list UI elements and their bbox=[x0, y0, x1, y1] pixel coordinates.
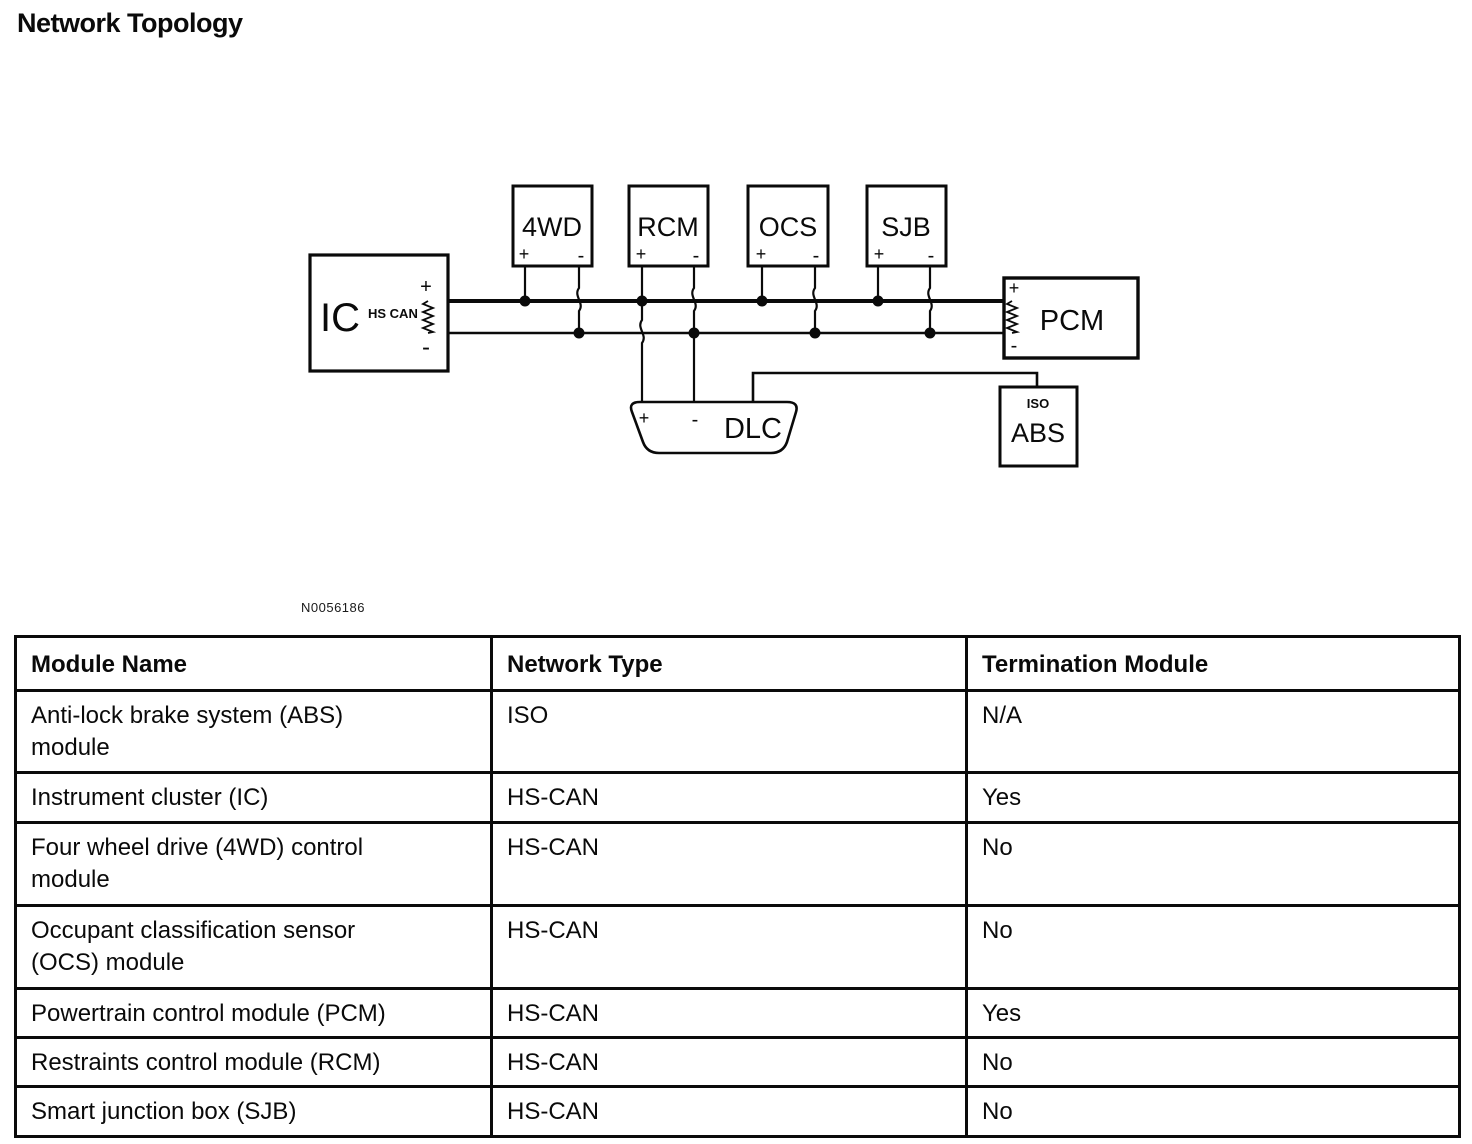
module-abs-label: ABS bbox=[1011, 418, 1065, 448]
table-row: Restraints control module (RCM) HS-CAN N… bbox=[14, 1036, 1461, 1088]
cell-text: Instrument cluster (IC) bbox=[31, 784, 269, 811]
column-header-module-name: Module Name bbox=[14, 635, 493, 692]
cell-termination: No bbox=[965, 1036, 1461, 1088]
module-rcm-plus-label: + bbox=[636, 244, 647, 264]
module-pcm-minus-label: - bbox=[1011, 335, 1018, 357]
module-wires bbox=[523, 264, 1039, 402]
cell-module-name: Four wheel drive (4WD) control module bbox=[14, 821, 493, 907]
module-ic-bus-label: HS CAN bbox=[368, 306, 418, 321]
module-ocs-plus-label: + bbox=[756, 244, 767, 264]
cell-text: Anti-lock brake system (ABS) module bbox=[31, 702, 344, 761]
module-ic-minus-label: - bbox=[422, 334, 430, 361]
module-sjb-plus-label: + bbox=[874, 244, 885, 264]
table-row: Instrument cluster (IC) HS-CAN Yes bbox=[14, 771, 1461, 824]
connector-dlc-minus-label: - bbox=[692, 409, 699, 431]
connector-dlc-plus-label: + bbox=[639, 408, 650, 428]
module-4wd-plus-label: + bbox=[519, 244, 530, 264]
module-4wd-minus-label: - bbox=[578, 245, 585, 267]
cell-network-type: HS-CAN bbox=[490, 821, 968, 907]
cell-text: Restraints control module (RCM) bbox=[31, 1049, 381, 1076]
module-4wd-label: 4WD bbox=[522, 212, 582, 242]
cell-network-type: HS-CAN bbox=[490, 904, 968, 990]
cell-text: Occupant classification sensor (OCS) mod… bbox=[31, 917, 356, 976]
ocs-minus-wire bbox=[812, 264, 818, 333]
cell-module-name: Anti-lock brake system (ABS) module bbox=[14, 689, 493, 774]
table-row: Smart junction box (SJB) HS-CAN No bbox=[14, 1085, 1461, 1138]
dlc-to-abs-wire bbox=[751, 371, 1039, 402]
table-row: Powertrain control module (PCM) HS-CAN Y… bbox=[14, 987, 1461, 1039]
cell-network-type: HS-CAN bbox=[490, 771, 968, 824]
module-sjb: SJB + - bbox=[865, 184, 948, 268]
module-ocs-label: OCS bbox=[759, 212, 818, 242]
cell-termination: N/A bbox=[965, 689, 1461, 774]
module-ic-label: IC bbox=[320, 296, 360, 340]
module-pcm-plus-label: + bbox=[1009, 278, 1020, 298]
cell-termination: No bbox=[965, 1085, 1461, 1138]
pcm-termination-resistor bbox=[1004, 300, 1021, 334]
module-ic: IC HS CAN + - bbox=[308, 253, 450, 373]
network-topology-diagram: IC HS CAN + - 4WD + - RCM + - OCS + - SJ… bbox=[308, 184, 1140, 468]
connector-dlc-label: DLC bbox=[724, 413, 782, 445]
module-ocs-minus-label: - bbox=[813, 245, 820, 267]
connector-dlc: + - DLC bbox=[629, 400, 798, 455]
cell-module-name: Smart junction box (SJB) bbox=[14, 1085, 493, 1138]
module-sjb-label: SJB bbox=[881, 212, 931, 242]
cell-module-name: Restraints control module (RCM) bbox=[14, 1036, 493, 1088]
ic-termination-resistor bbox=[420, 300, 437, 334]
module-pcm-label: PCM bbox=[1040, 305, 1104, 337]
page-title: Network Topology bbox=[17, 8, 243, 38]
hs-can-bus bbox=[428, 299, 1012, 335]
cell-termination: Yes bbox=[965, 987, 1461, 1039]
module-rcm-minus-label: - bbox=[693, 245, 700, 267]
cell-termination: No bbox=[965, 904, 1461, 990]
cell-network-type: HS-CAN bbox=[490, 1036, 968, 1088]
module-abs: ISO ABS bbox=[998, 385, 1079, 468]
figure-id: N0056186 bbox=[301, 600, 365, 615]
cell-network-type: ISO bbox=[490, 689, 968, 774]
module-rcm-label: RCM bbox=[637, 212, 699, 242]
table-header-row: Module Name Network Type Termination Mod… bbox=[14, 635, 1461, 692]
cell-network-type: HS-CAN bbox=[490, 1085, 968, 1138]
cell-termination: No bbox=[965, 821, 1461, 907]
module-ocs: OCS + - bbox=[746, 184, 830, 268]
module-pcm: PCM + - bbox=[1002, 276, 1140, 360]
fourwd-minus-wire bbox=[576, 264, 582, 333]
bus-junction-dots bbox=[519, 295, 936, 339]
module-4wd: 4WD + - bbox=[511, 184, 594, 268]
column-header-termination-module: Termination Module bbox=[965, 635, 1461, 692]
cell-termination: Yes bbox=[965, 771, 1461, 824]
module-rcm: RCM + - bbox=[627, 184, 710, 268]
table-row: Occupant classification sensor (OCS) mod… bbox=[14, 904, 1461, 990]
table-row: Four wheel drive (4WD) control module HS… bbox=[14, 821, 1461, 907]
module-ic-plus-label: + bbox=[420, 276, 432, 298]
module-table: Module Name Network Type Termination Mod… bbox=[14, 635, 1461, 1138]
cell-text: Powertrain control module (PCM) bbox=[31, 1000, 386, 1027]
dlc-outline bbox=[629, 400, 798, 455]
cell-text: Four wheel drive (4WD) control module bbox=[31, 834, 364, 893]
module-abs-bus-label: ISO bbox=[1027, 396, 1049, 411]
column-header-network-type: Network Type bbox=[490, 635, 968, 692]
cell-network-type: HS-CAN bbox=[490, 987, 968, 1039]
table-row: Anti-lock brake system (ABS) module ISO … bbox=[14, 689, 1461, 774]
module-sjb-minus-label: - bbox=[928, 245, 935, 267]
dlc-plus-wire bbox=[639, 301, 645, 402]
cell-module-name: Occupant classification sensor (OCS) mod… bbox=[14, 904, 493, 990]
cell-module-name: Instrument cluster (IC) bbox=[14, 771, 493, 824]
rcm-minus-wire bbox=[691, 264, 697, 333]
cell-text: Smart junction box (SJB) bbox=[31, 1098, 297, 1125]
cell-module-name: Powertrain control module (PCM) bbox=[14, 987, 493, 1039]
sjb-minus-wire bbox=[927, 264, 933, 333]
